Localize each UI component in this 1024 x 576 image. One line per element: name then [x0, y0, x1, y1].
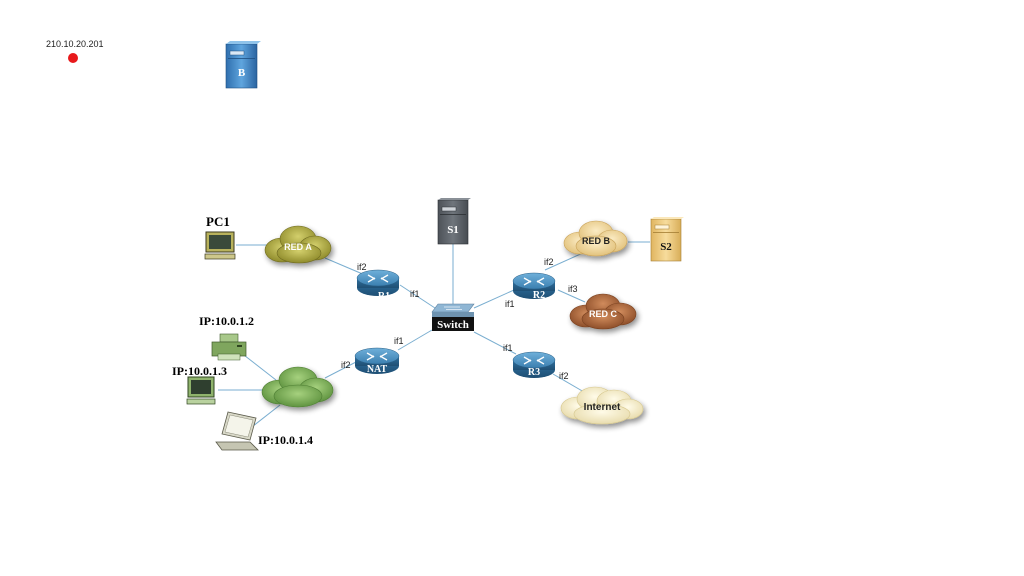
r2-if3-label: if3 — [568, 284, 578, 294]
r3-router-icon[interactable]: R3 — [512, 351, 556, 378]
status-dot — [68, 53, 78, 63]
laptop-icon[interactable] — [215, 411, 259, 451]
red-b-label: RED B — [582, 236, 611, 246]
s2-server-icon[interactable]: S2 — [650, 217, 684, 262]
links — [218, 241, 650, 431]
server-b-label: B — [238, 67, 246, 79]
host-printer-label: IP:10.0.1.2 — [199, 314, 254, 328]
red-c-label: RED C — [589, 309, 618, 319]
host-desktop-label: IP:10.0.1.3 — [172, 364, 227, 378]
internet-label: Internet — [584, 402, 621, 413]
nat-router-icon[interactable]: NAT — [354, 347, 400, 375]
s2-label: S2 — [660, 241, 672, 253]
link-r2-red-b — [544, 251, 586, 271]
r1-label: R1 — [378, 291, 390, 302]
s1-server-icon[interactable]: S1 — [437, 198, 471, 245]
host-laptop-label: IP:10.0.1.4 — [258, 433, 313, 447]
red-a-label: RED A — [284, 242, 312, 252]
switch-icon[interactable]: Switch — [431, 303, 475, 331]
r1-if2-label: if2 — [357, 262, 367, 272]
r3-if2-label: if2 — [559, 371, 569, 381]
red-b-cloud[interactable]: RED B — [563, 220, 628, 257]
r2-router-icon[interactable]: R2 — [512, 272, 556, 301]
nat-if1-label: if1 — [394, 336, 404, 346]
r1-router-icon[interactable]: R1 — [356, 269, 400, 302]
r3-label: R3 — [528, 367, 540, 378]
internet-cloud[interactable]: Internet — [560, 386, 644, 425]
nat-label: NAT — [367, 364, 388, 375]
s1-label: S1 — [447, 224, 459, 236]
server-b-icon[interactable]: B — [225, 41, 261, 89]
link-r3-internet — [552, 373, 585, 393]
lan-cloud[interactable] — [261, 366, 334, 408]
printer-icon[interactable] — [211, 333, 247, 361]
r2-if1-label: if1 — [505, 299, 515, 309]
r2-label: R2 — [533, 290, 545, 301]
link-switch-r3 — [473, 331, 517, 355]
ip-address-label: 210.10.20.201 — [46, 39, 104, 49]
switch-label: Switch — [437, 319, 469, 331]
pc1-label: PC1 — [206, 214, 230, 229]
link-switch-r2 — [473, 289, 515, 309]
r1-if1-label: if1 — [410, 289, 420, 299]
link-nat-lan — [324, 361, 357, 379]
link-r1-switch — [399, 284, 439, 311]
pc1-computer-icon[interactable] — [204, 231, 236, 260]
red-c-cloud[interactable]: RED C — [569, 293, 637, 330]
red-a-cloud[interactable]: RED A — [264, 225, 332, 264]
link-printer-lan — [239, 351, 277, 381]
nat-if2-label: if2 — [341, 360, 351, 370]
r2-if2-label: if2 — [544, 257, 554, 267]
r3-if1-label: if1 — [503, 343, 513, 353]
link-switch-nat — [397, 329, 433, 351]
link-r2-red-c — [557, 289, 586, 303]
desktop-computer-icon[interactable] — [186, 376, 216, 405]
